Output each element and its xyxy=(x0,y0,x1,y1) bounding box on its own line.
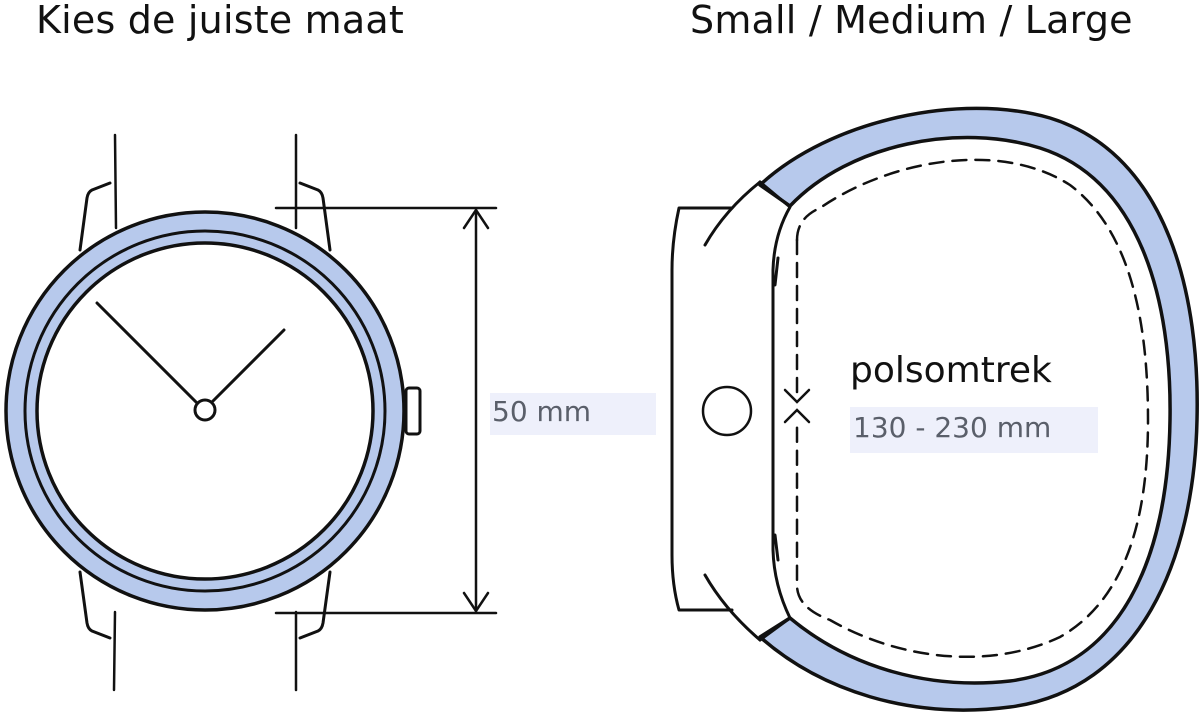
strap-loop-icon xyxy=(758,106,1199,712)
circumference-arrow-icon xyxy=(783,158,1150,658)
watch-side-icon xyxy=(670,180,792,642)
watch-face-icon xyxy=(78,133,422,692)
watch-hands-icon xyxy=(95,301,286,422)
case-size-label: 50 mm xyxy=(492,395,592,428)
wrist-range-badge xyxy=(850,407,1098,453)
wrist-circumference-title: polsomtrek xyxy=(850,350,1052,391)
size-guide-title: Kies de juiste maat xyxy=(36,0,404,42)
size-options-title: Small / Medium / Large xyxy=(690,0,1133,42)
dimension-arrow-icon xyxy=(274,206,498,615)
case-size-badge xyxy=(490,393,656,435)
wrist-range-label: 130 - 230 mm xyxy=(853,411,1052,444)
